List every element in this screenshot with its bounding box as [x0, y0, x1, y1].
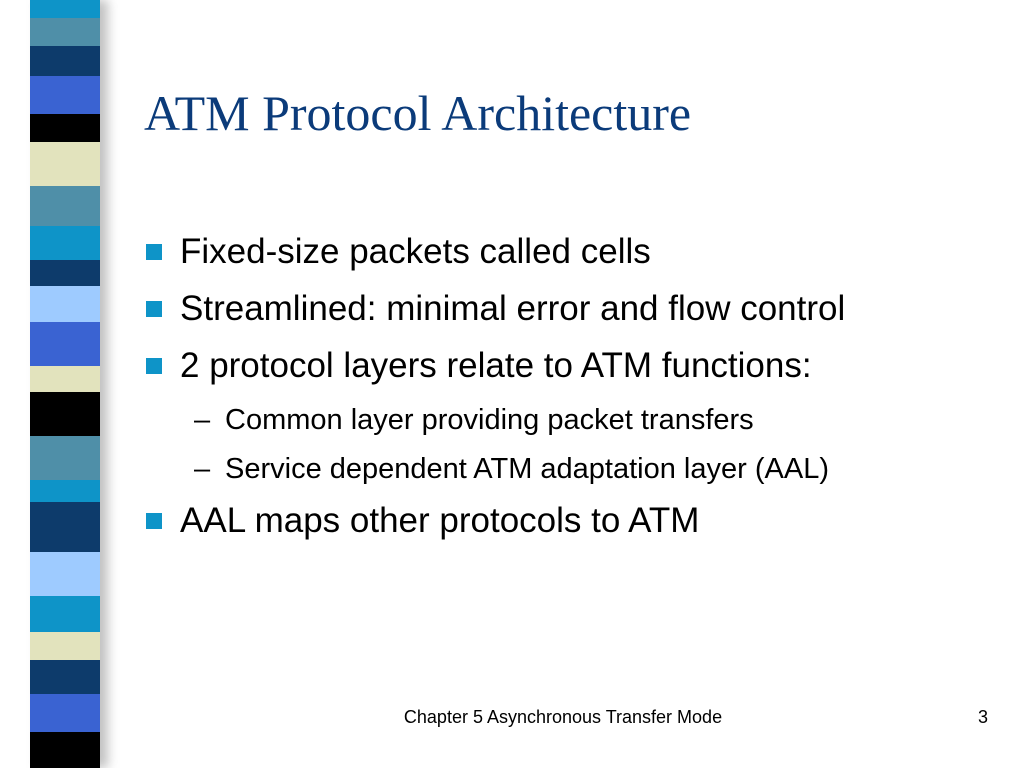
- stripe-segment: [30, 286, 100, 322]
- stripe-segment: [30, 694, 100, 732]
- bullet-item: Fixed-size packets called cells: [144, 230, 1004, 287]
- stripe-segment: [30, 366, 100, 392]
- square-bullet-icon: [146, 244, 162, 260]
- square-bullet-icon: [146, 301, 162, 317]
- slide-number: 3: [977, 707, 988, 727]
- dash-bullet-icon: –: [194, 453, 211, 485]
- stripe-segment: [30, 436, 100, 480]
- stripe-segment: [30, 392, 100, 436]
- stripe-segment: [30, 18, 100, 46]
- bullet-text: Common layer providing packet transfers: [225, 404, 754, 436]
- bullet-text: Fixed-size packets called cells: [180, 232, 651, 271]
- bullet-item: 2 protocol layers relate to ATM function…: [144, 344, 1004, 401]
- sub-bullet-item: –Service dependent ATM adaptation layer …: [144, 450, 1004, 499]
- decorative-stripe: [30, 0, 100, 768]
- stripe-segment: [30, 114, 100, 142]
- stripe-segment: [30, 226, 100, 260]
- stripe-segment: [30, 502, 100, 552]
- bullet-text: Streamlined: minimal error and flow cont…: [180, 289, 846, 328]
- stripe-segment: [30, 322, 100, 366]
- bullet-item: AAL maps other protocols to ATM: [144, 499, 1004, 556]
- stripe-segment: [30, 596, 100, 632]
- stripe-segment: [30, 46, 100, 76]
- stripe-segment: [30, 76, 100, 114]
- stripe-segment: [30, 632, 100, 660]
- stripe-segment: [30, 552, 100, 596]
- slide-footer: Chapter 5 Asynchronous Transfer Mode: [403, 707, 723, 727]
- dash-bullet-icon: –: [194, 404, 211, 436]
- bullet-text: AAL maps other protocols to ATM: [180, 501, 700, 540]
- square-bullet-icon: [146, 358, 162, 374]
- stripe-segment: [30, 480, 100, 502]
- stripe-segment: [30, 260, 100, 286]
- bullet-text: Service dependent ATM adaptation layer (…: [225, 453, 829, 485]
- stripe-segment: [30, 142, 100, 186]
- bullet-text: 2 protocol layers relate to ATM function…: [180, 346, 812, 385]
- stripe-segment: [30, 732, 100, 768]
- stripe-segment: [30, 660, 100, 694]
- stripe-segment: [30, 0, 100, 18]
- stripe-segment: [30, 186, 100, 226]
- sub-bullet-item: –Common layer providing packet transfers: [144, 401, 1004, 450]
- square-bullet-icon: [146, 513, 162, 529]
- bullet-item: Streamlined: minimal error and flow cont…: [144, 287, 1004, 344]
- slide-title: ATM Protocol Architecture: [144, 85, 692, 141]
